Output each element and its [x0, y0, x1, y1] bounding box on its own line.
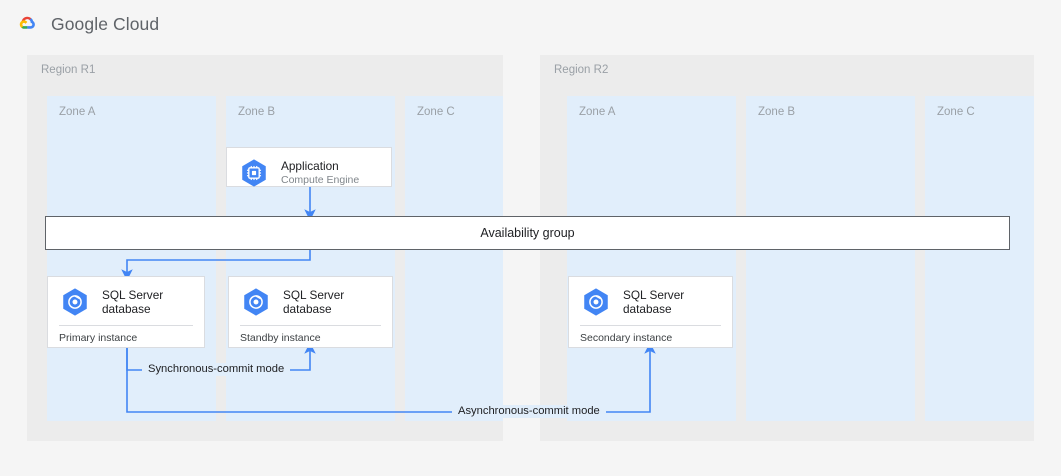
application-subtitle: Compute Engine — [281, 174, 360, 186]
region-r2-zone-c: Zone C — [925, 96, 1034, 421]
standby-database-title: SQL Server database — [283, 288, 345, 316]
region-r1-zone-c: Zone C — [405, 96, 503, 421]
region-r1-zone-a-label: Zone A — [59, 106, 96, 118]
region-r2-zone-b: Zone B — [746, 96, 915, 421]
region-r2-zone-a-label: Zone A — [579, 106, 616, 118]
primary-database-title: SQL Server database — [102, 288, 164, 316]
primary-database-instance-label: Primary instance — [59, 332, 138, 344]
standby-database-card[interactable]: SQL Server database Standby instance — [228, 276, 393, 348]
application-card-content: Application Compute Engine — [227, 148, 391, 196]
primary-database-divider — [59, 325, 193, 326]
region-r1-label: Region R1 — [41, 64, 96, 76]
primary-database-card[interactable]: SQL Server database Primary instance — [47, 276, 205, 348]
architecture-diagram: Region R1 Zone A Zone B Zone C Region R2… — [0, 48, 1061, 476]
region-r1-zone-c-label: Zone C — [417, 106, 455, 118]
secondary-database-instance-label: Secondary instance — [580, 332, 673, 344]
standby-database-header: SQL Server database — [229, 277, 392, 325]
secondary-database-divider — [580, 325, 721, 326]
region-r2-zone-b-label: Zone B — [758, 106, 796, 118]
application-title: Application — [281, 159, 339, 173]
sql-server-database-icon — [240, 286, 272, 318]
availability-group-label: Availability group — [480, 226, 575, 240]
application-card-text: Application Compute Engine — [281, 159, 359, 187]
brand-wordmark: Google Cloud — [51, 14, 159, 35]
application-card[interactable]: Application Compute Engine — [226, 147, 392, 187]
primary-database-text: SQL Server database — [102, 288, 163, 316]
secondary-database-title: SQL Server database — [623, 288, 685, 316]
primary-database-header: SQL Server database — [48, 277, 204, 325]
region-r2-zone-a: Zone A — [567, 96, 736, 421]
secondary-database-card[interactable]: SQL Server database Secondary instance — [568, 276, 733, 348]
region-r2-zone-c-label: Zone C — [937, 106, 975, 118]
compute-engine-icon — [238, 157, 270, 189]
region-r2-label: Region R2 — [554, 64, 609, 76]
sql-server-database-icon — [59, 286, 91, 318]
secondary-database-text: SQL Server database — [623, 288, 684, 316]
standby-database-text: SQL Server database — [283, 288, 344, 316]
page-header: Google Cloud — [0, 0, 1061, 48]
brand-secondary: Cloud — [113, 13, 160, 34]
secondary-database-header: SQL Server database — [569, 277, 732, 325]
availability-group-bar[interactable]: Availability group — [45, 216, 1010, 250]
region-r1-zone-b-label: Zone B — [238, 106, 276, 118]
sql-server-database-icon — [580, 286, 612, 318]
synchronous-commit-mode-label: Synchronous-commit mode — [142, 363, 291, 376]
asynchronous-commit-mode-label: Asynchronous-commit mode — [452, 405, 606, 418]
standby-database-divider — [240, 325, 381, 326]
google-cloud-logo-icon — [14, 11, 40, 37]
brand-primary: Google — [51, 13, 109, 34]
standby-database-instance-label: Standby instance — [240, 332, 321, 344]
